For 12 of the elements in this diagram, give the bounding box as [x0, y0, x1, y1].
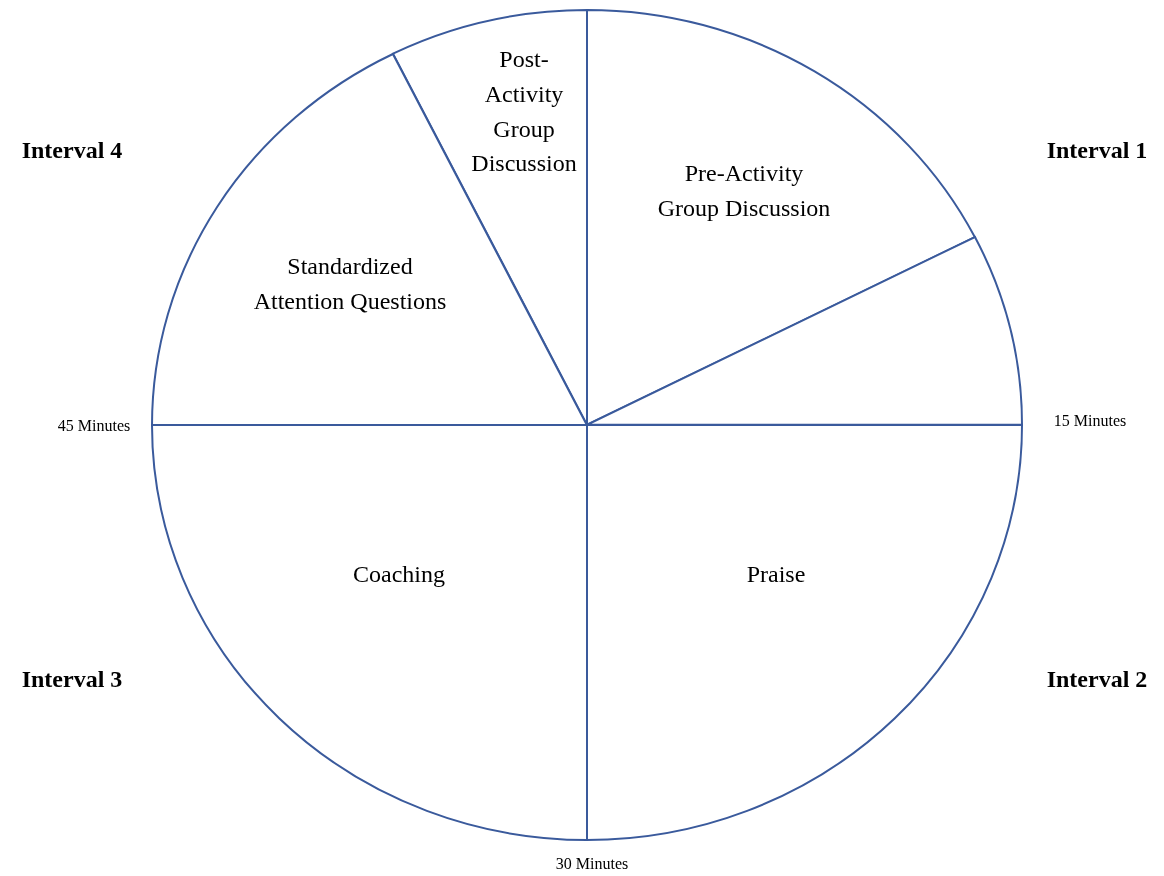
interval-label: Interval 4	[21, 136, 123, 164]
interval-label: Interval 1	[1046, 136, 1148, 164]
slice-label: Standardized Attention Questions	[252, 252, 448, 316]
time-label: 30 Minutes	[555, 855, 629, 873]
slice-label: Coaching	[352, 559, 446, 589]
time-label: 45 Minutes	[57, 417, 131, 435]
slice-label: Praise	[745, 559, 807, 589]
slice-label: Post-Activity Group Discussion	[470, 45, 578, 179]
time-label: 15 Minutes	[1053, 412, 1127, 430]
slice-label: Pre-Activity Group Discussion	[656, 159, 832, 223]
interval-label: Interval 3	[21, 665, 123, 693]
interval-label: Interval 2	[1046, 665, 1148, 693]
